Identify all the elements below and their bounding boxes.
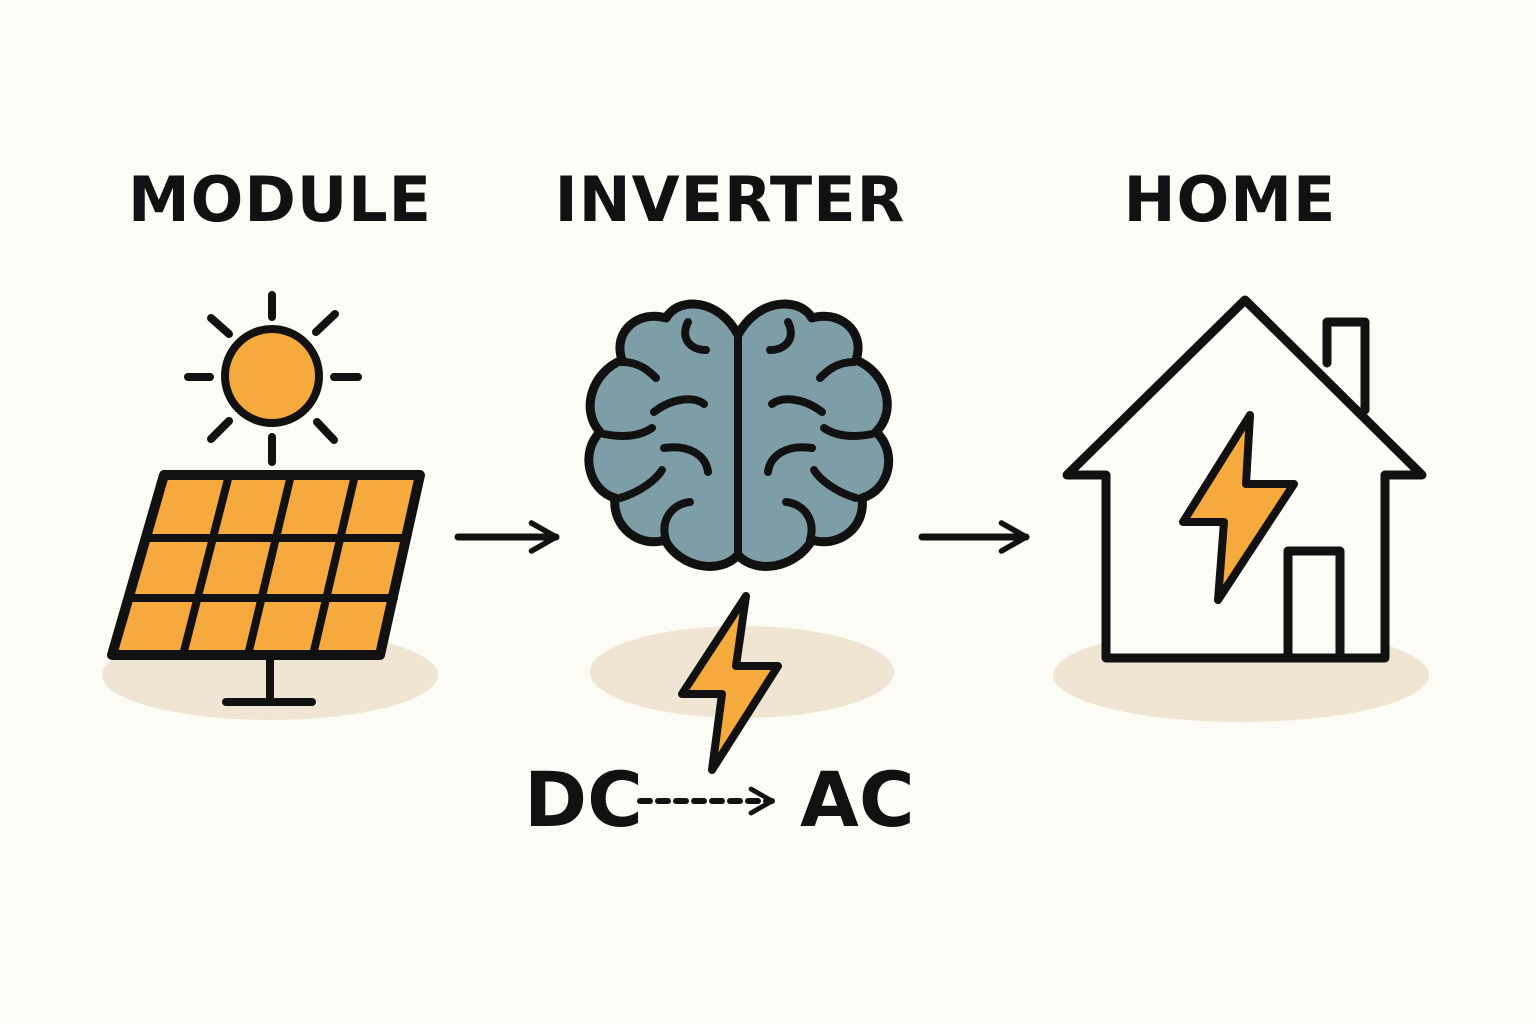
module-label: MODULE	[127, 163, 433, 236]
ac-label: AC	[800, 755, 915, 844]
sun-icon	[184, 291, 362, 466]
inverter-label: INVERTER	[554, 163, 906, 236]
home-label: HOME	[1123, 163, 1337, 236]
dc-label: DC	[524, 755, 643, 844]
brain-icon	[584, 299, 894, 571]
lightning-bolt-icon	[1179, 411, 1298, 604]
door	[1283, 546, 1345, 663]
solar-panel-icon	[107, 470, 425, 706]
lightning-bolt-icon	[678, 592, 782, 774]
